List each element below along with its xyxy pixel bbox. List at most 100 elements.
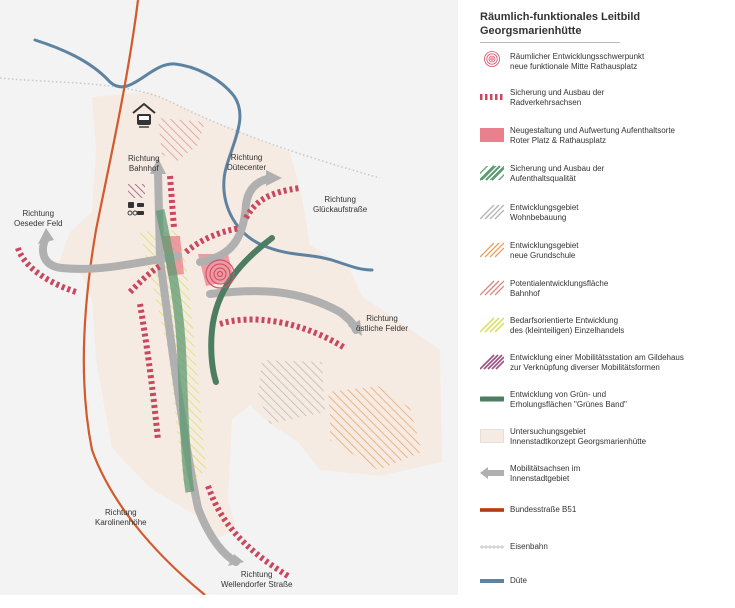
schwerpunkt-ring-4 xyxy=(216,270,224,278)
legend-schwerpunkt-line1: Räumlicher Entwicklungsschwerpunkt xyxy=(510,52,645,61)
beige-area-icon xyxy=(480,429,504,443)
rose-hatch-icon xyxy=(480,280,504,296)
legend-aufenthaltsqualitaet-line2: Aufenthaltsqualität xyxy=(510,174,576,183)
label-oeseder-line1: Richtung xyxy=(22,209,55,218)
legend-item-radverkehr: Sicherung und Ausbau der Radverkehrsachs… xyxy=(480,88,730,124)
legend-label-aufenthaltsqualitaet: Sicherung und Ausbau der Aufenthaltsqual… xyxy=(510,164,730,184)
legend-title-line1: Räumlich-funktionales Leitbild xyxy=(480,11,641,23)
label-richtung-karolinen: Richtung Karolinenhöhe xyxy=(95,508,147,528)
label-oeseder-line2: Oeseder Feld xyxy=(14,219,63,228)
map-panel: Richtung Bahnhof Richtung Dütecenter Ric… xyxy=(0,0,458,595)
legend-einzelhandel-line2: des (kleinteiligen) Einzelhandels xyxy=(510,326,625,335)
mobilitaetsachse-dutecenter xyxy=(196,174,276,266)
legend-duete-line1: Düte xyxy=(510,576,527,585)
legend-grundschule-line2: neue Grundschule xyxy=(510,251,576,260)
label-bahnhof-line2: Bahnhof xyxy=(128,164,159,173)
legend-label-bahnhof: Potentialentwicklungsfläche Bahnhof xyxy=(510,279,730,299)
legend-item-mobilitaet: Entwicklung einer Mobilitätsstation am G… xyxy=(480,353,730,389)
legend-panel: Räumlich-funktionales Leitbild Georgsmar… xyxy=(458,0,735,595)
label-richtung-duetecenter: Richtung Dütecenter xyxy=(227,153,266,173)
legend-eisenbahn-line1: Eisenbahn xyxy=(510,542,548,551)
legend-label-wohnbebauung: Entwicklungsgebiet Wohnbebauung xyxy=(510,203,730,223)
legend-radverkehr-line2: Radverkehrsachsen xyxy=(510,98,582,107)
legend-label-einzelhandel: Bedarfsorientierte Entwicklung des (klei… xyxy=(510,316,730,336)
legend-item-bahnhof: Potentialentwicklungsfläche Bahnhof xyxy=(480,279,730,315)
legend-title: Räumlich-funktionales Leitbild Georgsmar… xyxy=(480,10,720,38)
mobilitaetsstation-area xyxy=(128,184,145,198)
schwerpunkt-ring-1 xyxy=(205,259,235,289)
pink-fill-icon xyxy=(480,128,504,142)
legend-label-aufenthaltsorte: Neugestaltung und Aufwertung Aufenthalts… xyxy=(510,126,730,146)
legend-item-duete: Düte xyxy=(480,572,730,608)
label-richtung-wellendorfer: Richtung Wellendorfer Straße xyxy=(221,570,292,590)
legend-gruenesband-line1: Entwicklung von Grün- und xyxy=(510,390,607,399)
legend-mobilitaetsachsen-line2: Innenstadtgebiet xyxy=(510,474,570,483)
yellow-hatch-icon xyxy=(480,317,504,333)
legend-wohnbebauung-line2: Wohnbebauung xyxy=(510,213,567,222)
red-dashed-band-icon xyxy=(480,94,504,100)
train-icon xyxy=(132,102,156,128)
legend-schwerpunkt-line2: neue funktionale Mitte Rathausplatz xyxy=(510,62,638,71)
grey-hatch-icon xyxy=(480,204,504,220)
legend-item-eisenbahn: Eisenbahn xyxy=(480,538,730,574)
legend-item-einzelhandel: Bedarfsorientierte Entwicklung des (klei… xyxy=(480,316,730,352)
legend-radverkehr-line1: Sicherung und Ausbau der xyxy=(510,88,605,97)
mobilitaetsachsen-group xyxy=(39,168,360,566)
legend-item-mobilitaetsachsen: Mobilitätsachsen im Innenstadtgebiet xyxy=(480,464,730,500)
legend-grundschule-line1: Entwicklungsgebiet xyxy=(510,241,579,250)
label-bahnhof-line1: Richtung xyxy=(128,154,160,163)
legend-title-divider xyxy=(480,42,620,43)
label-karolinen-line2: Karolinenhöhe xyxy=(95,518,147,527)
red-road-icon xyxy=(480,508,504,512)
legend-item-grundschule: Entwicklungsgebiet neue Grundschule xyxy=(480,241,730,277)
label-duetecenter-line2: Dütecenter xyxy=(227,163,267,172)
legend-label-radverkehr: Sicherung und Ausbau der Radverkehrsachs… xyxy=(510,88,730,108)
legend-mobilitaet-line1: Entwicklung einer Mobilitätsstation am G… xyxy=(510,353,684,362)
car-icon-2 xyxy=(137,211,144,215)
legend-title-line2: Georgsmarienhütte xyxy=(480,25,582,37)
legend-label-mobilitaet: Entwicklung einer Mobilitätsstation am G… xyxy=(510,353,730,373)
bundesstrasse-b51-road xyxy=(82,0,206,595)
bus-icon xyxy=(128,202,134,208)
label-wellendorfer-line2: Wellendorfer Straße xyxy=(221,580,293,589)
legend-label-untersuchung: Untersuchungsgebiet Innenstadtkonzept Ge… xyxy=(510,427,730,447)
legend-label-schwerpunkt: Räumlicher Entwicklungsschwerpunkt neue … xyxy=(510,52,730,72)
river-icon xyxy=(480,579,504,583)
mobilitaetsachse-ost xyxy=(206,287,360,334)
arrow-heads xyxy=(38,158,362,566)
schwerpunkt-ring-2 xyxy=(209,263,231,285)
legend-mobilitaet-line2: zur Verknüpfung diverser Mobilitätsforme… xyxy=(510,363,660,372)
legend-b51-line1: Bundesstraße B51 xyxy=(510,505,577,514)
radachse-dutecenter xyxy=(243,185,301,220)
arrowhead-oeseder xyxy=(38,228,54,244)
radverkehrsachsen-group xyxy=(15,175,347,579)
gruenes-band xyxy=(208,235,275,385)
radachse-mitte xyxy=(184,225,241,255)
legend-item-aufenthaltsqualitaet: Sicherung und Ausbau der Aufenthaltsqual… xyxy=(480,164,730,200)
label-karolinen-line1: Richtung xyxy=(105,508,137,517)
grey-arrow-icon xyxy=(480,467,504,479)
radachse-mitte-links xyxy=(137,303,161,441)
legend-mobilitaetsachsen-line1: Mobilitätsachsen im xyxy=(510,464,581,473)
label-oestliche-line2: östliche Felder xyxy=(356,324,409,333)
entwicklungsschwerpunkt-circles xyxy=(205,259,235,289)
green-band-icon xyxy=(480,396,504,402)
label-glueckauf-line1: Richtung xyxy=(324,195,356,204)
label-duetecenter-line1: Richtung xyxy=(230,153,263,162)
car-icon xyxy=(137,203,144,207)
map-canvas xyxy=(0,0,442,595)
arrowhead-nord xyxy=(150,158,166,174)
legend-label-b51: Bundesstraße B51 xyxy=(510,505,730,515)
label-richtung-bahnhof: Richtung Bahnhof xyxy=(128,154,160,174)
legend-bahnhof-line2: Bahnhof xyxy=(510,289,540,298)
arrowhead-ost xyxy=(348,320,362,336)
legend-label-duete: Düte xyxy=(510,576,730,586)
label-wellendorfer-line1: Richtung xyxy=(240,570,273,579)
legend-item-wohnbebauung: Entwicklungsgebiet Wohnbebauung xyxy=(480,203,730,239)
label-richtung-oestliche: Richtung östliche Felder xyxy=(356,314,408,334)
potential-bahnhof-area xyxy=(158,118,205,162)
legend-wohnbebauung-line1: Entwicklungsgebiet xyxy=(510,203,579,212)
label-richtung-oeseder: Richtung Oeseder Feld xyxy=(14,209,62,229)
legend-item-schwerpunkt: Räumlicher Entwicklungsschwerpunkt neue … xyxy=(480,50,730,86)
legend-label-gruenesband: Entwicklung von Grün- und Erholungsfläch… xyxy=(510,390,730,410)
